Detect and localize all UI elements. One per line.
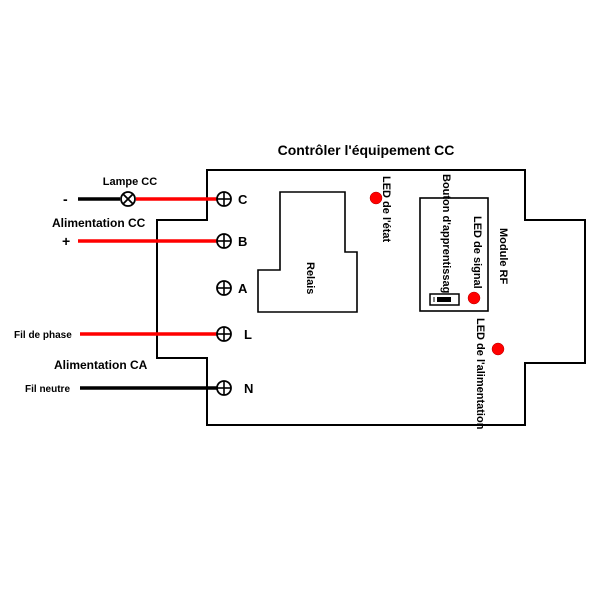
terminal-label: N [244,381,253,396]
terminal-l: L [216,326,252,342]
power-led-label: LED de l'alimentation [474,318,486,430]
diagram-title: Contrôler l'équipement CC [278,142,455,158]
signal-led-label: LED de signal [471,216,483,289]
status-led-label: LED de l'état [380,176,392,243]
terminal-a: A [216,280,248,296]
board-outline [156,169,586,426]
rf-module-label: Module RF [497,228,509,284]
learn-button-knob [437,297,451,302]
power-led-icon [491,342,505,356]
learn-button[interactable] [429,293,460,306]
terminal-label: C [238,192,248,207]
ac-supply-label: Alimentation CA [54,358,148,372]
lamp-label: Lampe CC [103,176,157,188]
dc-plus-label: + [62,233,70,249]
relay-outline [257,191,358,313]
dc-minus-label: - [63,191,68,207]
rf-module-box [419,197,489,312]
terminal-label: B [238,234,247,249]
signal-led-icon [467,291,481,305]
neutral-label: Fil neutre [25,384,70,395]
status-led-icon [369,191,383,205]
terminal-n: N [216,380,253,396]
terminal-c: C [216,191,248,207]
terminal-block: C B A L N [216,191,253,396]
lamp-icon [120,191,136,207]
terminal-label: L [244,327,252,342]
terminal-label: A [238,281,248,296]
terminal-b: B [216,233,247,249]
relay-label: Relais [304,262,316,294]
phase-label: Fil de phase [14,330,72,341]
dc-supply-label: Alimentation CC [52,216,146,230]
learn-button-label: Bouton d'apprentissage [440,174,452,299]
